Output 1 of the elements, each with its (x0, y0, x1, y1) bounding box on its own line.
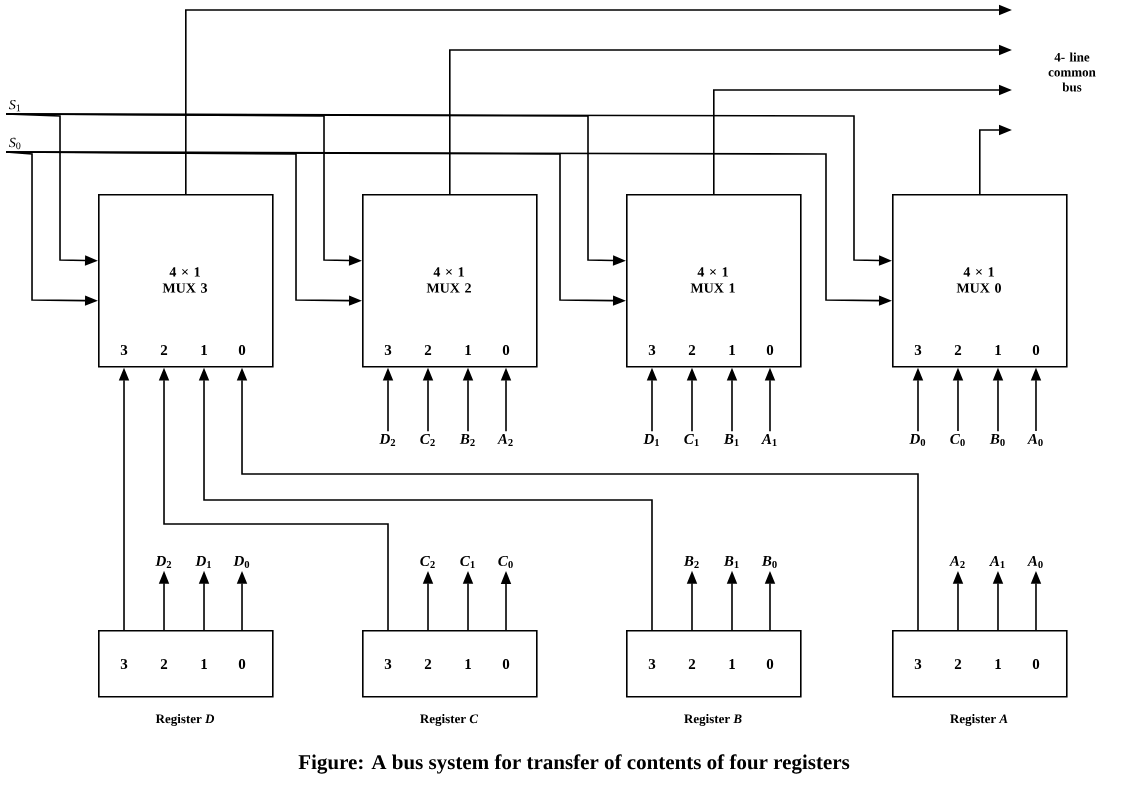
caption: Figure: A bus system for transfer of contents of four registers (298, 754, 850, 774)
